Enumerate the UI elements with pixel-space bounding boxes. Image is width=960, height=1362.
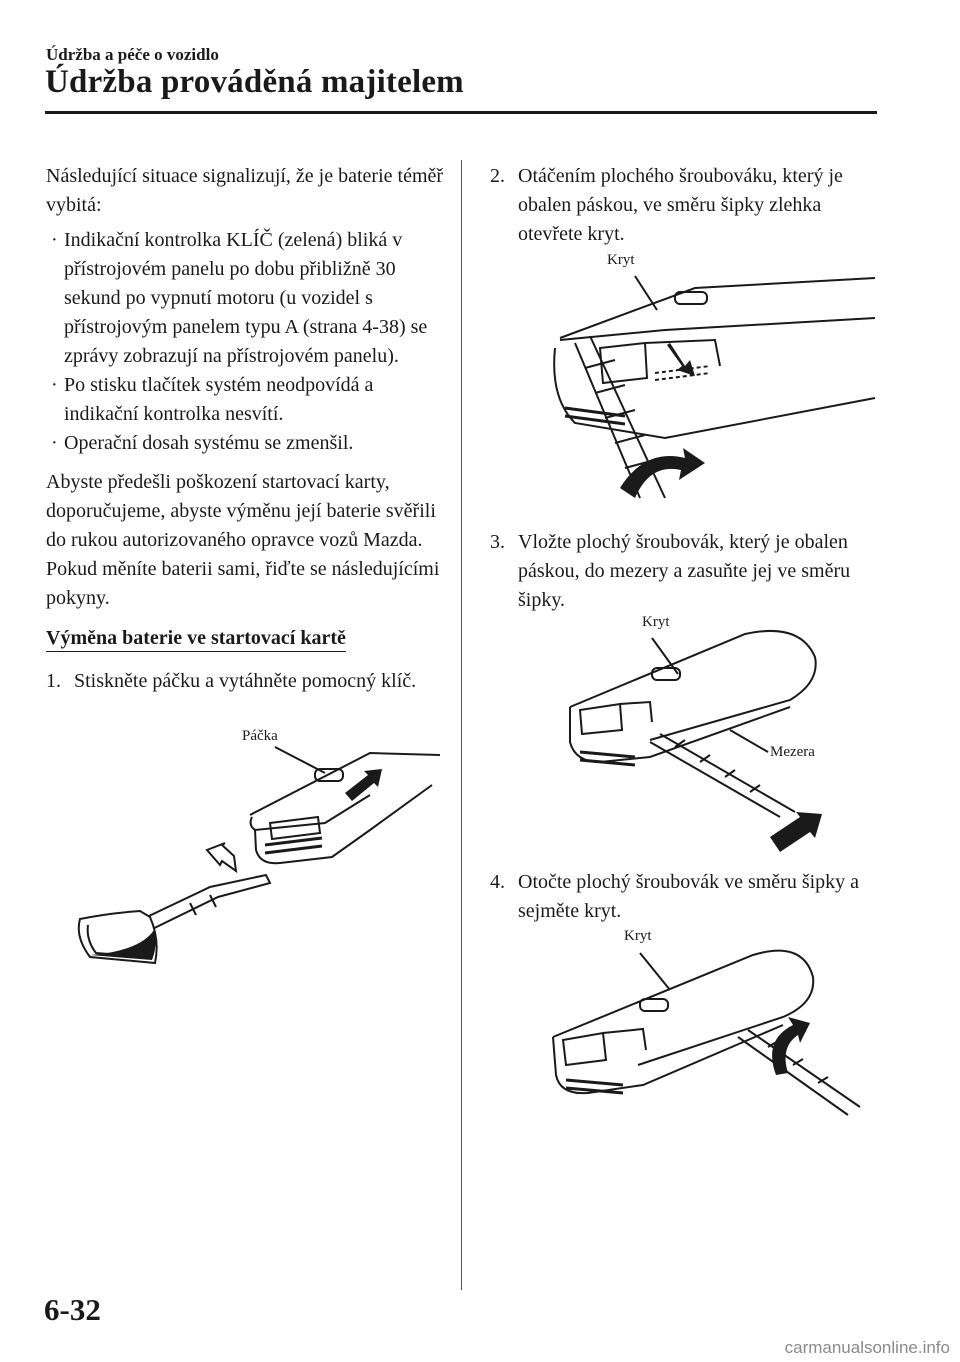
page-title: Údržba prováděná majitelem	[45, 64, 464, 100]
intro-text: Následující situace signalizují, že je b…	[46, 165, 444, 216]
step-2-block: 2.Otáčením plochého šroubováku, který je…	[490, 162, 890, 249]
step-4: 4.Otočte plochý šroubovák ve směru šipky…	[490, 871, 860, 922]
body-paragraph: Abyste předešli poškození startovací kar…	[46, 471, 440, 609]
open-cover-illustration	[553, 275, 876, 499]
subheading: Výměna baterie ve startovací kartě	[46, 625, 346, 652]
left-column: Následující situace signalizují, že je b…	[46, 162, 446, 696]
step-1: 1.Stiskněte páčku a vytáhněte pomocný kl…	[46, 670, 417, 692]
figure-insert-screwdriver: Kryt Mezera	[560, 612, 880, 862]
bullet-item: ·Po stisku tlačítek systém neodpovídá a …	[46, 371, 446, 429]
watermark: carmanualsonline.info	[784, 1338, 950, 1357]
section-label: Údržba a péče o vozidlo	[46, 45, 219, 64]
bullet-dot: ·	[51, 374, 58, 396]
bullet-list: ·Indikační kontrolka KLÍČ (zelená) bliká…	[46, 226, 446, 458]
label-kryt: Kryt	[624, 928, 652, 944]
key-removal-illustration	[77, 746, 441, 965]
column-divider	[461, 160, 462, 1290]
figure-remove-cover: Kryt	[548, 925, 868, 1140]
label-kryt: Kryt	[607, 252, 635, 268]
page-number: 6-32	[44, 1292, 101, 1327]
bullet-dot: ·	[51, 229, 58, 251]
bullet-dot: ·	[51, 432, 58, 454]
figure-key-removal: Páčka	[70, 725, 450, 985]
step-4-block: 4.Otočte plochý šroubovák ve směru šipky…	[490, 868, 890, 926]
remove-cover-illustration	[552, 949, 861, 1116]
figure-open-cover: Kryt	[545, 248, 880, 518]
step-3: 3.Vložte plochý šroubovák, který je obal…	[490, 531, 851, 611]
label-mezera: Mezera	[770, 744, 815, 760]
step-3-block: 3.Vložte plochý šroubovák, který je obal…	[490, 528, 890, 615]
insert-screwdriver-illustration	[569, 630, 822, 852]
label-packa: Páčka	[242, 728, 278, 744]
bullet-item: ·Indikační kontrolka KLÍČ (zelená) bliká…	[46, 226, 446, 371]
bullet-item: ·Operační dosah systému se zmenšil.	[46, 429, 446, 458]
title-rule	[45, 111, 877, 114]
step-2: 2.Otáčením plochého šroubováku, který je…	[490, 165, 843, 245]
label-kryt: Kryt	[642, 614, 670, 630]
